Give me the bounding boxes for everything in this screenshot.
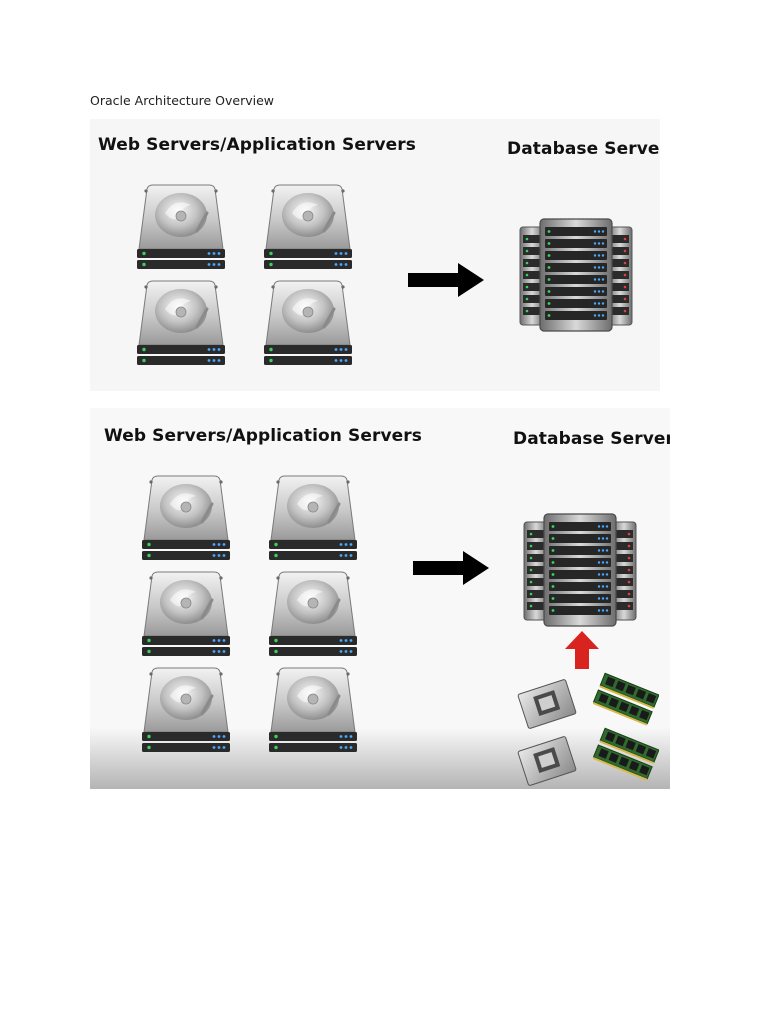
slide-1: Web Servers/Application Servers Database… bbox=[90, 119, 660, 391]
web-server-icon bbox=[135, 183, 227, 271]
web-server-icon bbox=[140, 570, 232, 658]
ram-module-icon bbox=[593, 726, 659, 782]
right-arrow-icon bbox=[406, 262, 486, 298]
web-server-icon bbox=[262, 279, 354, 367]
slide-2: Web Servers/Application Servers Database… bbox=[90, 408, 670, 789]
web-server-icon bbox=[267, 474, 359, 562]
web-server-icon bbox=[140, 474, 232, 562]
database-server-heading: Database Server bbox=[513, 429, 670, 449]
database-server-rack-icon bbox=[518, 217, 634, 335]
web-server-icon bbox=[135, 279, 227, 367]
up-arrow-icon bbox=[564, 630, 600, 670]
database-server-rack-icon bbox=[522, 512, 638, 630]
database-server-heading: Database Server bbox=[507, 139, 660, 159]
cpu-chip-icon bbox=[514, 735, 580, 787]
document-title: Oracle Architecture Overview bbox=[90, 93, 274, 108]
web-servers-heading: Web Servers/Application Servers bbox=[104, 426, 422, 446]
ram-module-icon bbox=[593, 671, 659, 727]
web-server-icon bbox=[140, 666, 232, 754]
right-arrow-icon bbox=[411, 550, 491, 586]
web-server-icon bbox=[262, 183, 354, 271]
cpu-chip-icon bbox=[514, 678, 580, 730]
web-server-icon bbox=[267, 570, 359, 658]
web-servers-heading: Web Servers/Application Servers bbox=[98, 135, 416, 155]
web-server-icon bbox=[267, 666, 359, 754]
